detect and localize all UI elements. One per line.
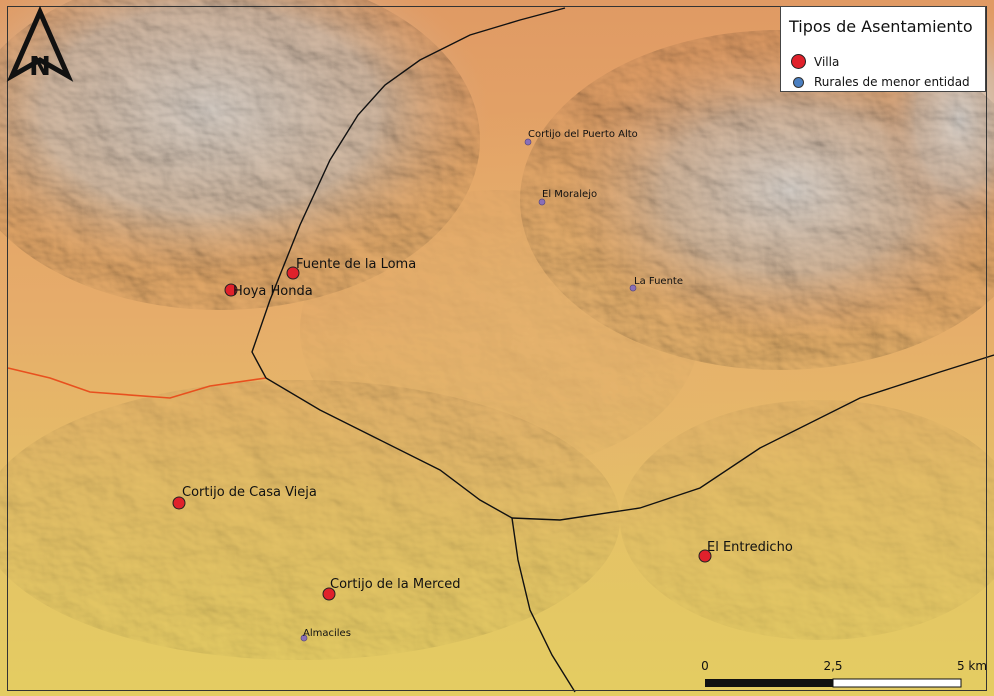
scale-bar-white: [832, 678, 962, 688]
north-arrow-icon: [6, 5, 74, 82]
rural-circle-icon: [793, 76, 804, 88]
scale-label-end: 5 km: [957, 659, 987, 673]
scale-label-mid: 2,5: [823, 659, 842, 673]
legend: Tipos de Asentamiento Villa Rurales de m…: [780, 6, 986, 92]
boundary-east: [511, 354, 994, 521]
scale-bar: 0 2,5 5 km: [701, 659, 987, 688]
villa-point-cortijo-casa-vieja[interactable]: [172, 496, 186, 510]
rural-point-la-fuente[interactable]: [629, 284, 637, 292]
villa-points: Fuente de la Loma Hoya Honda Cortijo de …: [172, 257, 793, 601]
rural-point-cortijo-puerto-alto[interactable]: [524, 138, 532, 146]
legend-item-villa: Villa: [791, 54, 839, 69]
rural-label: Cortijo del Puerto Alto: [528, 129, 638, 140]
rural-point-almaciles[interactable]: [300, 634, 308, 642]
north-label: N: [29, 52, 51, 82]
boundary-south: [511, 517, 576, 693]
villa-label: El Entredicho: [707, 540, 793, 555]
villa-point-cortijo-la-merced[interactable]: [322, 587, 336, 601]
boundary-red: [7, 367, 267, 399]
rural-points: Cortijo del Puerto Alto El Moralejo La F…: [300, 129, 683, 642]
north-arrow: N: [6, 5, 74, 82]
rural-point-el-moralejo[interactable]: [538, 198, 546, 206]
villa-label: Fuente de la Loma: [296, 257, 416, 272]
scale-bar-black: [705, 679, 833, 687]
boundary-north: [251, 7, 566, 379]
villa-point-fuente-de-la-loma[interactable]: [286, 266, 300, 280]
legend-title: Tipos de Asentamiento: [789, 17, 973, 36]
villa-point-hoya-honda[interactable]: [224, 283, 238, 297]
map-frame: [7, 6, 987, 691]
villa-label: Cortijo de la Merced: [330, 577, 461, 592]
legend-item-rural: Rurales de menor entidad: [791, 75, 970, 89]
rural-label: El Moralejo: [542, 189, 597, 200]
scale-label-0: 0: [701, 659, 709, 673]
villa-label: Hoya Honda: [233, 284, 313, 299]
villa-circle-icon: [791, 54, 806, 69]
rural-label: La Fuente: [634, 276, 683, 287]
legend-item-label: Rurales de menor entidad: [814, 75, 970, 89]
rural-label: Almaciles: [303, 628, 351, 639]
boundary-central: [265, 377, 513, 519]
villa-label: Cortijo de Casa Vieja: [182, 485, 317, 500]
legend-item-label: Villa: [814, 54, 840, 69]
villa-point-el-entredicho[interactable]: [698, 549, 712, 563]
